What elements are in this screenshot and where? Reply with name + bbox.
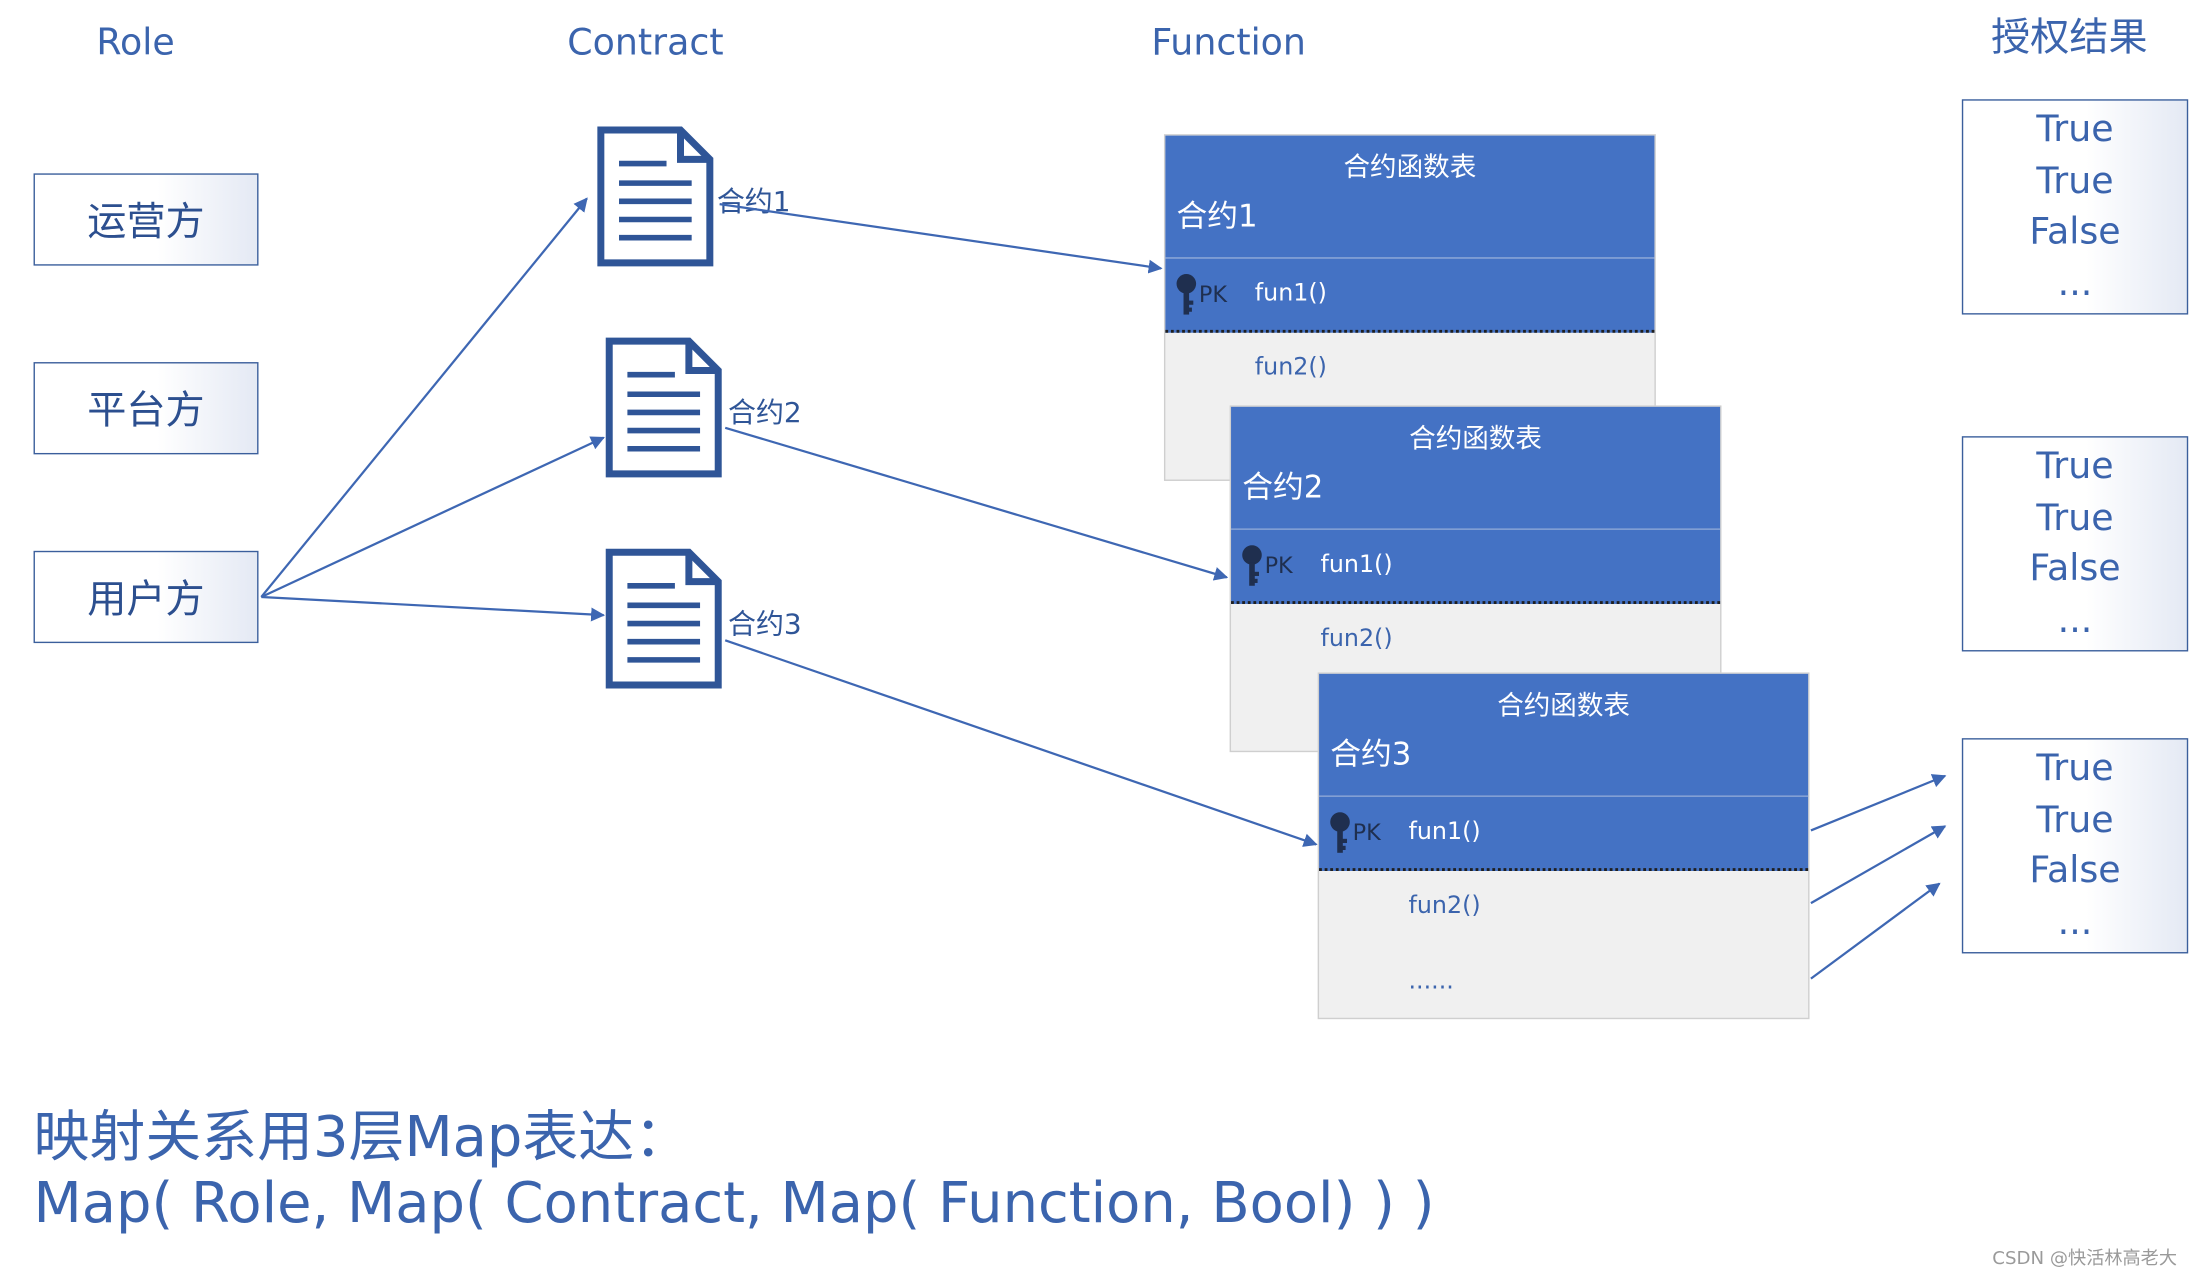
result-value: True (2036, 445, 2114, 488)
result-value: ... (2057, 262, 2093, 305)
function-name: fun2() (1320, 624, 1393, 653)
pk-label: PK (1198, 281, 1228, 308)
arrow (1810, 774, 1947, 832)
table-title: 合约函数表 (1409, 423, 1542, 455)
function-table-3: 合约函数表 合约3 PK fun1() fun2() ...... (1317, 672, 1810, 1020)
role-label: 用户方 (87, 575, 205, 623)
arrow (724, 639, 1318, 847)
result-value: True (2036, 798, 2114, 841)
arrow (1810, 825, 1947, 905)
role-box-operator: 运营方 (33, 173, 259, 266)
table-title: 合约函数表 (1497, 690, 1630, 722)
pk-row: PK fun1() (1319, 796, 1809, 871)
result-value: True (2036, 496, 2114, 539)
result-box-3: True True False ... (1961, 738, 2189, 954)
table-header: 合约函数表 合约3 (1319, 673, 1809, 797)
caption-line-2: Map( Role, Map( Contract, Map( Function,… (33, 1171, 1435, 1236)
pk-label: PK (1264, 552, 1293, 579)
role-header: Role (96, 22, 175, 65)
role-label: 运营方 (87, 198, 205, 245)
more-functions: ...... (1408, 967, 1454, 996)
result-value: ... (2057, 599, 2093, 641)
table-name: 合约1 (1176, 199, 1258, 235)
result-value: True (2036, 109, 2114, 151)
watermark: CSDN @快活林高老大 (1992, 1248, 2178, 1270)
pk-row: PK fun1() (1165, 258, 1655, 333)
table-title: 合约函数表 (1343, 152, 1477, 184)
arrow (724, 426, 1229, 581)
key-icon (1176, 274, 1197, 315)
table-header: 合约函数表 合约2 (1231, 406, 1721, 530)
result-box-2: True True False ... (1961, 436, 2189, 652)
table-header: 合约函数表 合约1 (1165, 135, 1655, 259)
function-name: fun2() (1408, 891, 1481, 920)
role-box-user: 用户方 (33, 550, 259, 644)
pk-label: PK (1352, 819, 1381, 846)
document-icon (605, 548, 722, 689)
arrow (260, 197, 588, 598)
arrow (719, 203, 1163, 274)
key-icon (1330, 812, 1350, 853)
function-name: fun1() (1254, 279, 1327, 308)
contract-header: Contract (567, 22, 724, 65)
result-value: ... (2057, 901, 2093, 943)
function-header: Function (1151, 22, 1306, 65)
document-icon (605, 337, 722, 478)
table-name: 合约2 (1242, 471, 1324, 507)
contract-label: 合约2 (728, 395, 802, 430)
role-box-platform: 平台方 (33, 362, 259, 455)
arrow (261, 595, 606, 622)
result-value: False (2029, 849, 2121, 892)
result-value: True (2036, 160, 2114, 203)
role-label: 平台方 (87, 387, 205, 434)
table-name: 合约3 (1330, 738, 1412, 774)
result-box-1: True True False ... (1961, 99, 2189, 315)
contract-label: 合约3 (728, 606, 802, 641)
arrow (1810, 882, 1941, 980)
function-name: fun1() (1320, 550, 1393, 579)
function-name: fun2() (1254, 353, 1327, 382)
pk-row: PK fun1() (1231, 529, 1721, 604)
result-value: True (2036, 747, 2114, 790)
result-header: 授权结果 (1991, 13, 2148, 61)
caption-line-1: 映射关系用3层Map表达： (33, 1105, 691, 1171)
result-value: False (2029, 548, 2121, 590)
result-value: False (2029, 211, 2121, 254)
function-name: fun1() (1408, 817, 1481, 846)
arrow (260, 436, 605, 598)
document-icon (597, 126, 714, 267)
key-icon (1242, 545, 1262, 586)
